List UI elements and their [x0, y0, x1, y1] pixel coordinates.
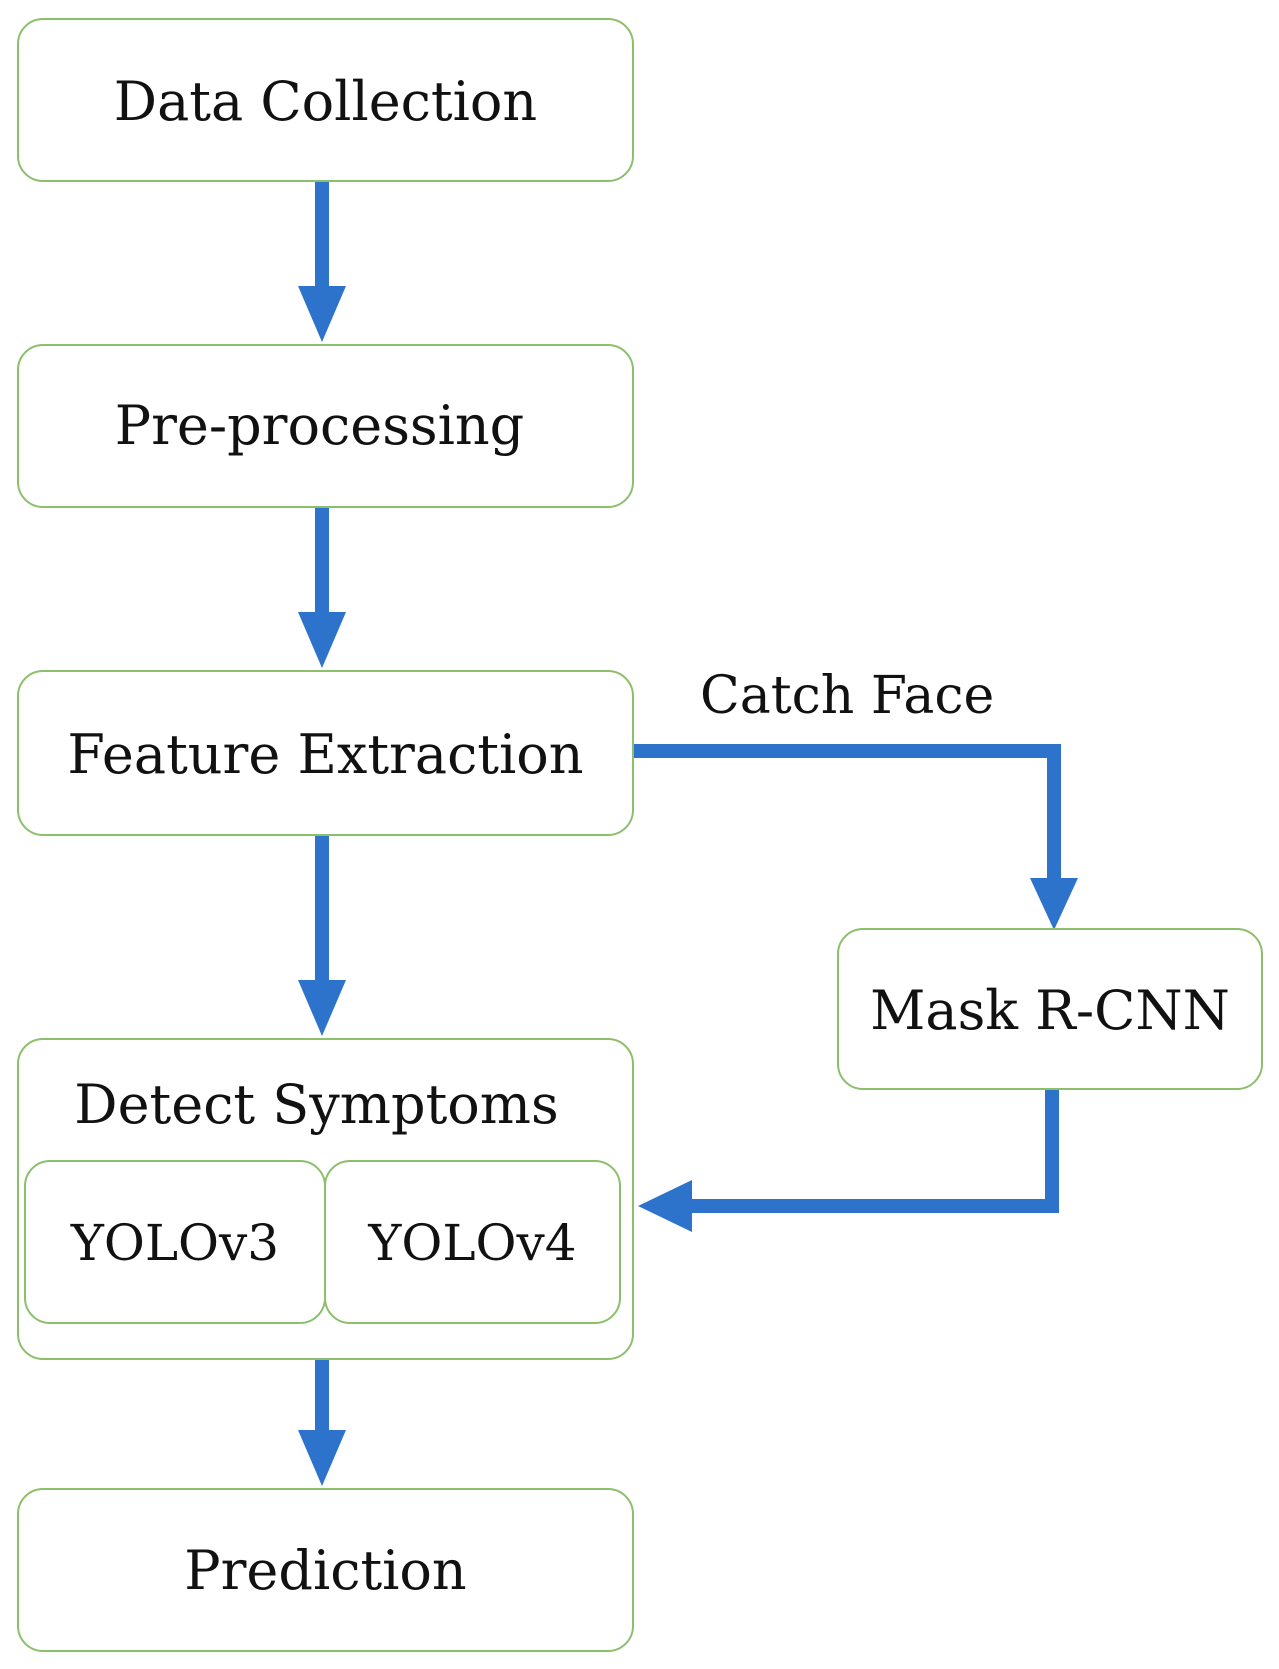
feature-extraction-node: Feature Extraction — [17, 670, 634, 836]
pre-processing-label: Pre-processing — [114, 394, 525, 457]
yolov3-node: YOLOv3 — [24, 1160, 326, 1324]
detect-symptoms-node: Detect Symptoms YOLOv3 YOLOv4 — [17, 1038, 634, 1360]
arrow-pre-processing-to-feature-extraction — [298, 508, 346, 668]
mask-rcnn-label: Mask R-CNN — [870, 979, 1230, 1042]
arrow-feature-extraction-to-detect-symptoms — [298, 836, 346, 1036]
arrow-mask-rcnn-to-detect-symptoms — [638, 1090, 1059, 1232]
yolov4-label: YOLOv4 — [368, 1214, 577, 1272]
yolov3-label: YOLOv3 — [70, 1214, 280, 1272]
feature-extraction-label: Feature Extraction — [67, 723, 584, 786]
data-collection-label: Data Collection — [113, 70, 538, 133]
prediction-node: Prediction — [17, 1488, 634, 1652]
arrow-detect-symptoms-to-prediction — [298, 1360, 346, 1486]
yolov4-node: YOLOv4 — [324, 1160, 621, 1324]
prediction-label: Prediction — [184, 1539, 467, 1602]
mask-rcnn-node: Mask R-CNN — [837, 928, 1263, 1090]
arrow-feature-extraction-to-mask-rcnn — [634, 744, 1078, 930]
detect-symptoms-label: Detect Symptoms — [74, 1073, 559, 1136]
pre-processing-node: Pre-processing — [17, 344, 634, 508]
data-collection-node: Data Collection — [17, 18, 634, 182]
catch-face-label: Catch Face — [700, 666, 995, 726]
arrow-data-collection-to-pre-processing — [298, 182, 346, 342]
